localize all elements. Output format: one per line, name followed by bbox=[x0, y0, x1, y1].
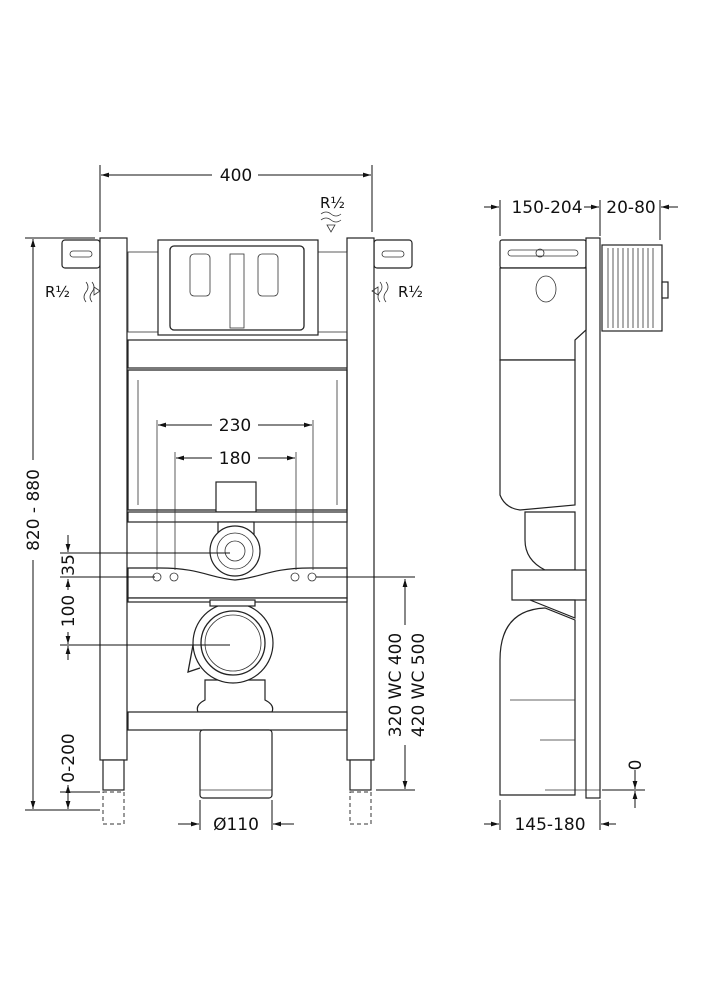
cistern-module bbox=[157, 239, 319, 336]
pipe-diameter-dimension: Ø110 bbox=[213, 815, 259, 835]
side-post bbox=[585, 237, 601, 799]
box-depth-dimension: 20-80 bbox=[606, 198, 655, 218]
left-inlet-wave-icon bbox=[83, 281, 95, 303]
foot-depth-dimension: 145-180 bbox=[514, 815, 585, 835]
front-view: 400 R½ R½ R½ 230 180 820 - 880 35 100 0-… bbox=[24, 165, 429, 835]
height-dimension: 820 - 880 bbox=[24, 469, 44, 551]
side-cistern-body bbox=[499, 359, 576, 511]
left-leg bbox=[102, 759, 125, 791]
flush-pipe-outlet bbox=[209, 525, 261, 577]
flush-spacing-outer: 230 bbox=[219, 416, 251, 436]
flush-spacing-inner: 180 bbox=[219, 449, 251, 469]
side-view: 150-204 20-80 145-180 0 bbox=[484, 198, 678, 835]
right-inlet-label: R½ bbox=[398, 283, 423, 301]
right-inlet-wave-icon bbox=[377, 281, 389, 303]
top-inlet-label: R½ bbox=[320, 194, 345, 212]
floor-level-dimension: 0 bbox=[626, 760, 646, 771]
cistern-body bbox=[127, 369, 348, 511]
offset-100-dimension: 100 bbox=[59, 595, 79, 627]
flush-connector bbox=[215, 481, 257, 513]
left-inlet-arrow-icon bbox=[93, 286, 101, 296]
left-wall-bracket bbox=[61, 239, 101, 269]
stud-hole bbox=[169, 572, 179, 582]
side-outlet bbox=[499, 607, 576, 796]
outlet-height-a: 320 WC 400 bbox=[386, 633, 406, 737]
right-leg bbox=[349, 759, 372, 791]
left-inlet-label: R½ bbox=[45, 283, 70, 301]
leg-adjust-dimension: 0-200 bbox=[59, 733, 79, 782]
side-cistern-top bbox=[499, 267, 587, 361]
mounting-plate bbox=[127, 567, 348, 599]
right-post bbox=[346, 237, 375, 761]
top-inlet-arrow-icon bbox=[326, 224, 336, 233]
right-inlet-arrow-icon bbox=[371, 286, 379, 296]
top-inlet-wave-icon bbox=[320, 211, 342, 223]
outlet-height-b: 420 WC 500 bbox=[409, 633, 429, 737]
left-post bbox=[99, 237, 128, 761]
right-wall-bracket bbox=[373, 239, 413, 269]
width-dimension: 400 bbox=[220, 166, 252, 186]
waste-pipe bbox=[199, 729, 273, 799]
offset-35-dimension: 35 bbox=[59, 554, 79, 576]
stud-hole bbox=[290, 572, 300, 582]
depth-dimension: 150-204 bbox=[511, 198, 582, 218]
